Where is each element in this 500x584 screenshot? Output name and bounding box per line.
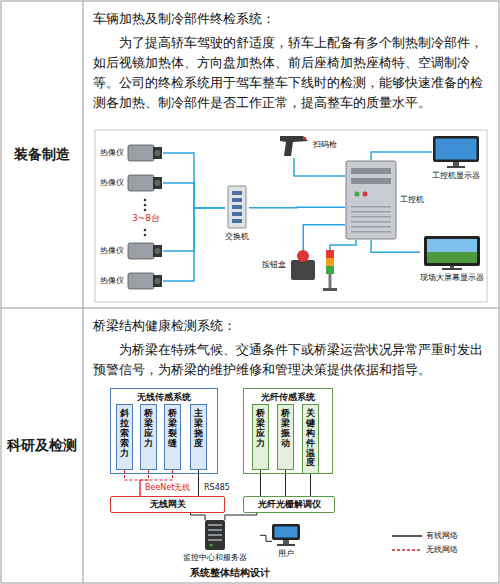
server-icon	[198, 520, 232, 550]
node-label: 桥梁应力	[144, 407, 153, 449]
device: 工控机	[345, 160, 424, 240]
legend-item: 有线网络	[392, 530, 458, 541]
node-label: 工控机	[400, 195, 424, 205]
sensor-box: 主梁挠度	[190, 404, 207, 470]
camera-icon	[127, 240, 163, 262]
connector	[163, 183, 225, 208]
connector	[163, 153, 225, 208]
legend-text: 无线网络	[426, 544, 458, 555]
tower-wire	[330, 240, 356, 250]
device: 按钮盒	[262, 250, 317, 280]
note-label: 3~8台	[128, 213, 164, 224]
sensor-box: 桥梁应力	[252, 404, 269, 470]
legend-sample	[392, 532, 422, 540]
switch-icon	[226, 185, 248, 229]
row-heading-cell: 科研及检测	[1, 308, 83, 583]
camera-icon	[127, 270, 163, 292]
node-label: 光纤光栅解调仪	[248, 499, 330, 510]
node-label: 桥梁裂缝	[168, 407, 177, 449]
content-cell: 车辆加热及制冷部件终检系统： 为了提高轿车驾驶的舒适度，轿车上配备有多个制热制冷部…	[83, 1, 499, 308]
sensor-box: 桥梁裂缝	[164, 404, 181, 470]
section-body: 为了提高轿车驾驶的舒适度，轿车上配备有多个制热制冷部件，如后视镜加热体、方向盘加…	[93, 33, 489, 113]
pc-icon	[345, 160, 397, 240]
table-row-line	[1, 308, 499, 309]
legend-sample	[392, 546, 422, 554]
node-label: 工控机显示器	[432, 171, 480, 181]
connector	[260, 535, 272, 541]
device: 扫码枪	[278, 132, 337, 158]
module-box: 无线网关	[110, 496, 225, 513]
node-label: 用户	[278, 549, 294, 559]
connector	[310, 474, 311, 496]
connector	[225, 513, 257, 520]
connector	[303, 225, 345, 250]
node-label: 按钮盒	[262, 260, 286, 270]
node-label: 科研及检测	[7, 437, 77, 455]
connector	[294, 158, 345, 176]
node-label: 斜拉索索力	[120, 407, 129, 458]
device: 现场大屏幕显示器	[420, 236, 484, 283]
table-column-line	[83, 1, 84, 583]
connector	[163, 208, 225, 281]
device: 热像仪	[100, 240, 163, 262]
section-body: 为桥梁在特殊气候、交通条件下或桥梁运营状况异常严重时发出预警信号，为桥梁的维护维…	[93, 340, 489, 380]
buttonbox-icon	[289, 250, 317, 280]
node-label: 热像仪	[100, 178, 124, 188]
node-label: 桥梁振动	[281, 407, 290, 449]
node-label: 关键构件温度	[306, 407, 315, 468]
bigscreen-icon	[424, 236, 480, 270]
sensor-box: 桥梁应力	[140, 404, 157, 470]
figure-caption: 系统整体结构设计	[140, 566, 320, 580]
device: 热像仪	[100, 172, 163, 194]
node-label: 监控中心和服务器	[183, 553, 247, 563]
camera-icon	[127, 172, 163, 194]
node-label: 交换机	[225, 232, 249, 242]
connector	[371, 152, 432, 160]
device: 热像仪	[100, 142, 163, 164]
note-label: RS485	[203, 483, 231, 493]
node-label: 扫码枪	[313, 140, 337, 150]
connector	[371, 240, 420, 252]
group-box: 无线传感系统斜拉索索力 桥梁应力 桥梁裂缝 主梁挠度	[110, 388, 218, 474]
node-label: 无线网关	[115, 499, 220, 510]
section-title: 车辆加热及制冷部件终检系统：	[93, 9, 489, 29]
connector	[191, 513, 206, 520]
figure-frame	[95, 130, 487, 302]
legend-text: 有线网络	[426, 530, 458, 541]
node-label: 热像仪	[100, 246, 124, 256]
node-label: 现场大屏幕显示器	[420, 273, 484, 283]
monitor-icon	[433, 136, 479, 168]
section-title: 桥梁结构健康检测系统：	[93, 316, 489, 336]
node-label: 主梁挠度	[194, 407, 203, 449]
device: 热像仪	[100, 270, 163, 292]
node-label: 无线传感系统	[111, 389, 217, 403]
group-box: 光纤传感系统桥梁应力 桥梁振动 关键构件温度	[243, 388, 333, 474]
connector	[249, 206, 345, 208]
sensor-box: 桥梁振动	[277, 404, 294, 470]
node-label: 桥梁应力	[256, 407, 265, 449]
signal-tower	[323, 250, 337, 291]
scangun-icon	[278, 132, 310, 158]
device: 用户	[272, 524, 300, 559]
sensor-box: 斜拉索索力	[116, 404, 133, 470]
legend-item: 无线网络	[392, 544, 458, 555]
camera-icon	[127, 142, 163, 164]
content-cell: 桥梁结构健康检测系统： 为桥梁在特殊气候、交通条件下或桥梁运营状况异常严重时发出预…	[83, 308, 499, 583]
device: 监控中心和服务器	[170, 520, 260, 563]
module-box: 光纤光栅解调仪	[243, 496, 335, 513]
row-heading-cell: 装备制造	[1, 1, 83, 308]
sensor-box: 关键构件温度	[302, 404, 319, 474]
note-label: BeeNet无线	[144, 483, 191, 493]
node-label: 光纤传感系统	[244, 389, 332, 403]
node-label: 热像仪	[100, 276, 124, 286]
node-label: 热像仪	[100, 148, 124, 158]
user-icon	[272, 524, 300, 546]
device: 工控机显示器	[432, 136, 480, 181]
node-label: 装备制造	[14, 146, 70, 164]
device: 交换机	[225, 185, 249, 242]
